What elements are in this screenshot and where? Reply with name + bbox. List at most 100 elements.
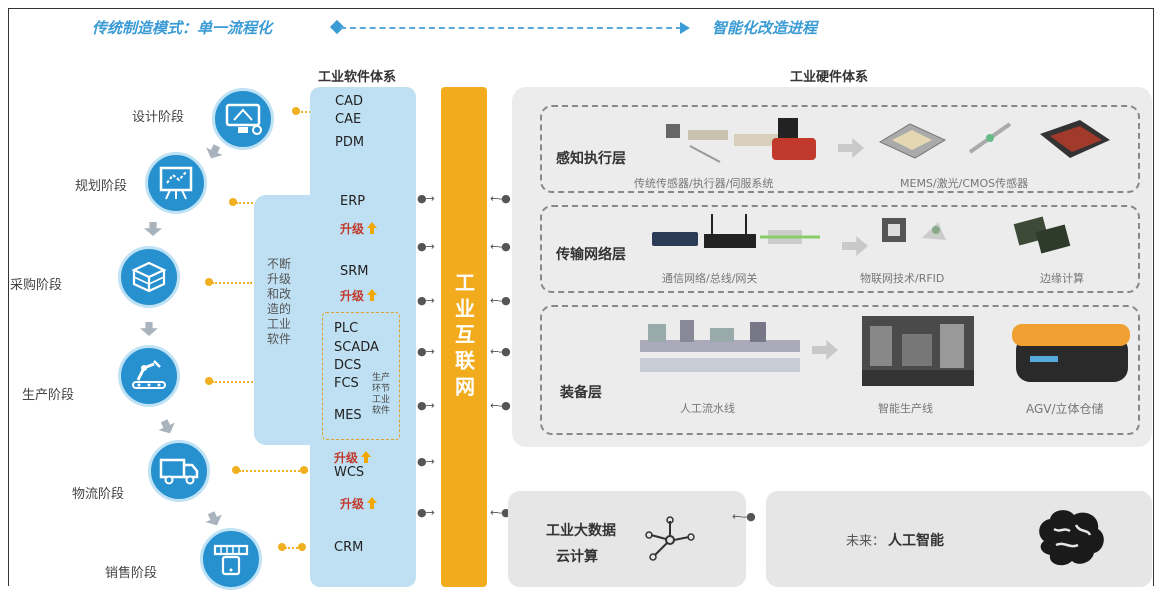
- connector-icon: ●→: [417, 506, 435, 519]
- stage-label-sales: 销售阶段: [105, 566, 158, 581]
- upgrade-arrow-icon: [361, 451, 372, 463]
- upgrade-arrow-icon: [367, 222, 378, 234]
- network-caption-edge: 边缘计算: [1040, 272, 1084, 285]
- industrial-internet-label: 工业互联网: [451, 272, 476, 402]
- equipment-caption-agv: AGV/立体仓储: [1026, 402, 1104, 416]
- equipment-layer-label: 装备层: [560, 385, 602, 401]
- upgrade-text: 升级: [340, 289, 365, 303]
- connector-icon: ●→: [417, 192, 435, 205]
- upgrade-text-line: 软件: [266, 332, 291, 346]
- software-cad: CAD: [335, 94, 363, 109]
- connector-icon: ●→: [417, 240, 435, 253]
- upgrade-text-line: 不断: [266, 257, 291, 271]
- robot-arm-icon: [132, 360, 166, 389]
- network-layer-label: 传输网络层: [556, 247, 626, 263]
- mems-sensor-icon: [878, 120, 1110, 159]
- upgrade-badge: 升级: [340, 285, 378, 304]
- production-software-box: [322, 312, 400, 440]
- link-dot: [298, 543, 306, 551]
- connector-icon: ←-●: [490, 399, 511, 412]
- software-srm: SRM: [340, 264, 369, 279]
- link-line: [298, 111, 318, 113]
- truck-icon: [159, 458, 199, 485]
- connector-icon: ●→: [417, 399, 435, 412]
- upgrade-text-line: 工业: [266, 317, 291, 331]
- design-monitor-icon: [225, 103, 262, 135]
- software-scada: SCADA: [334, 340, 379, 355]
- equipment-caption-smart: 智能生产线: [878, 402, 933, 415]
- stage-production: [118, 345, 180, 407]
- network-caption-gateway: 通信网络/总线/网关: [662, 272, 758, 285]
- procurement-boxes-icon: [131, 261, 167, 293]
- link-dot: [278, 543, 286, 551]
- ai-future-prefix: 未来：: [846, 534, 886, 549]
- connector-icon: ●→: [417, 294, 435, 307]
- upgrade-badge: 升级: [340, 218, 378, 237]
- smart-production-line-image: [862, 316, 974, 386]
- link-line: [212, 282, 252, 284]
- network-gateway-icon: [652, 214, 820, 248]
- link-line: [239, 470, 319, 472]
- upgrade-text: 升级: [340, 222, 365, 236]
- equipment-layer-box: [540, 305, 1140, 435]
- production-software-note: 生产 环节 工业 软件: [370, 373, 392, 417]
- upgrade-arrow-icon: [367, 497, 378, 509]
- software-fcs: FCS: [334, 376, 359, 391]
- connector-icon: ●→: [417, 345, 435, 358]
- equipment-caption-manual: 人工流水线: [680, 402, 735, 415]
- planning-board-icon: [159, 166, 193, 200]
- software-dcs: DCS: [334, 358, 362, 373]
- upgrade-badge: 升级: [334, 447, 372, 466]
- perception-caption-mems: MEMS/激光/CMOS传感器: [900, 177, 1029, 190]
- note-line: 环节: [371, 384, 390, 394]
- link-dot: [229, 198, 237, 206]
- iot-edge-icon: [882, 216, 1071, 254]
- bigdata-panel: [508, 491, 746, 587]
- header-left-title: 传统制造模式：单一流程化: [92, 19, 273, 37]
- network-caption-iot: 物联网技术/RFID: [860, 272, 945, 285]
- industrial-internet-bar: 工业互联网: [441, 87, 487, 587]
- link-dot: [300, 466, 308, 474]
- brain-icon: [1039, 510, 1104, 566]
- stage-procurement: [118, 246, 180, 308]
- stage-sales: [200, 528, 262, 590]
- header-right-title: 智能化改造进程: [712, 19, 818, 37]
- perception-layer-label: 感知执行层: [556, 151, 626, 167]
- software-crm: CRM: [334, 540, 364, 555]
- software-panel: [310, 87, 416, 587]
- upgrade-text-line: 造的: [266, 302, 291, 316]
- connector-icon: ←-●: [490, 294, 511, 307]
- stage-label-design: 设计阶段: [132, 110, 185, 125]
- stage-label-production: 生产阶段: [22, 388, 75, 403]
- software-wcs: WCS: [334, 465, 365, 480]
- upgrade-arrow-icon: [367, 289, 378, 301]
- diagram-frame: [8, 8, 1154, 586]
- connector-icon: ←--●: [732, 510, 756, 523]
- bigdata-label: 工业大数据: [546, 523, 616, 539]
- stage-label-planning: 规划阶段: [75, 179, 128, 194]
- software-plc: PLC: [334, 321, 359, 336]
- header-arrow-head-icon: [680, 22, 690, 34]
- header-progress-line: [340, 27, 682, 29]
- link-dot: [292, 107, 300, 115]
- stage-logistics: [148, 440, 210, 502]
- storefront-icon: [213, 544, 249, 576]
- traditional-sensor-icon: [666, 118, 816, 163]
- stage-design: [212, 88, 274, 150]
- network-layer-box: [540, 205, 1140, 293]
- upgrade-text: 升级: [340, 497, 365, 511]
- hardware-panel: [512, 87, 1152, 447]
- link-dot: [232, 466, 240, 474]
- software-title: 工业软件体系: [318, 70, 397, 85]
- connector-icon: ←-●: [490, 345, 511, 358]
- upgrade-text-line: 升级: [266, 272, 291, 286]
- hardware-title: 工业硬件体系: [790, 70, 869, 85]
- upgrade-text-line: 和改: [266, 287, 291, 301]
- connector-icon: ←-●: [490, 506, 511, 519]
- software-erp: ERP: [340, 194, 366, 209]
- link-line: [285, 547, 301, 549]
- stage-label-procurement: 采购阶段: [10, 278, 63, 293]
- upgrade-badge: 升级: [340, 493, 378, 512]
- ai-label: 人工智能: [888, 533, 944, 549]
- upgrade-text: 升级: [334, 451, 359, 465]
